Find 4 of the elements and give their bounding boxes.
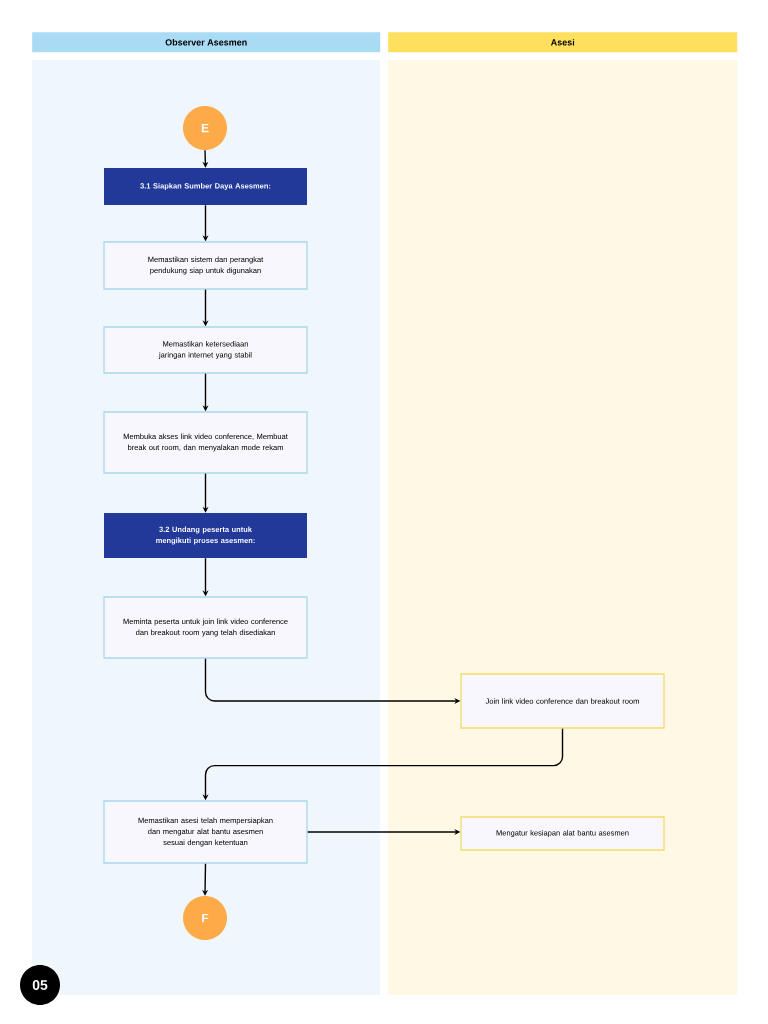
node-label: Asesi: [550, 38, 575, 46]
node-label: Observer Asesmen: [165, 38, 247, 46]
page-number-badge: 05: [20, 965, 60, 1005]
arrow: [202, 862, 209, 896]
